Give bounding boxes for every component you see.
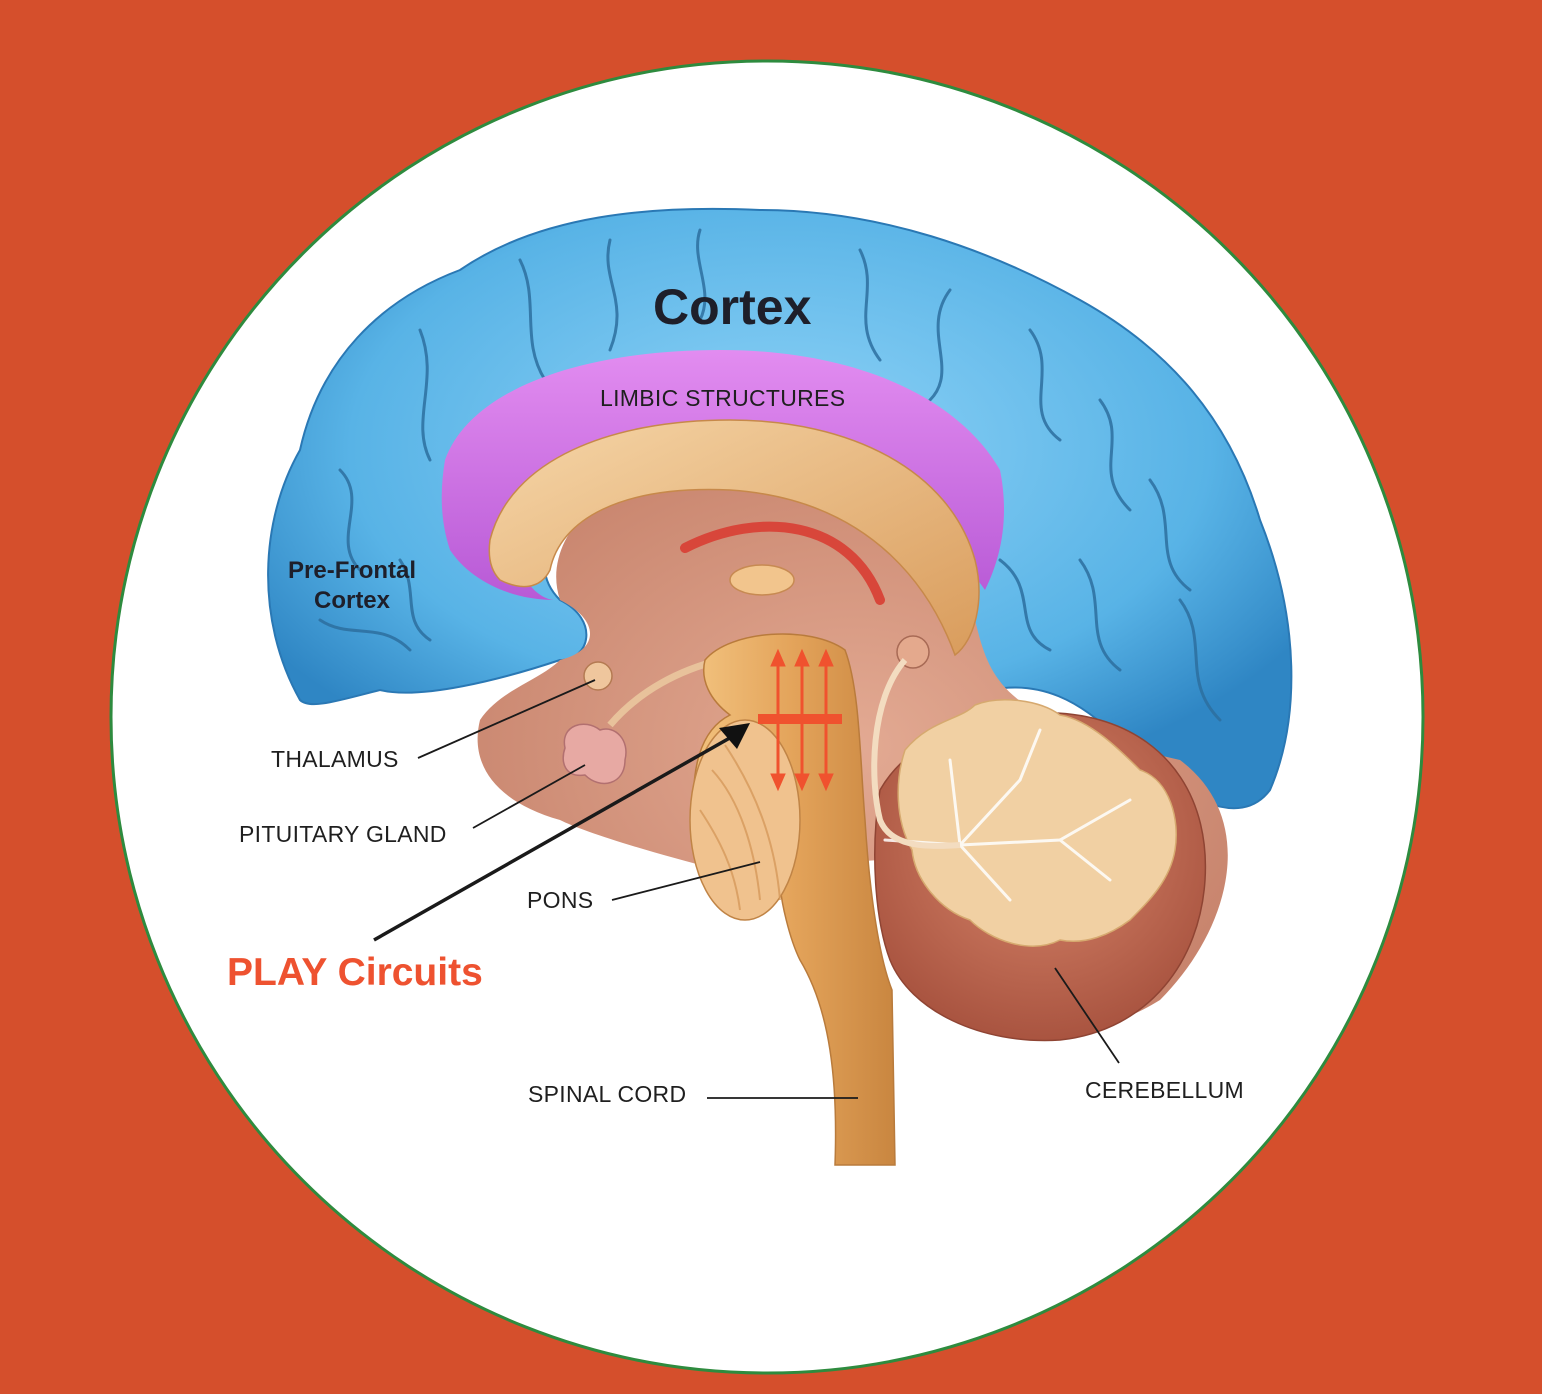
arbor-vitae — [897, 699, 1177, 947]
pons-shape — [689, 719, 801, 921]
prefrontal-line1: Pre-Frontal — [288, 557, 417, 584]
limbic-band — [441, 350, 1005, 600]
pituitary-leader — [472, 764, 586, 829]
pituitary-shape — [562, 723, 627, 785]
mammillary-oval — [729, 564, 795, 596]
play-circuits-label: PLAY Circuits — [227, 951, 483, 994]
limbic-structures-label: LIMBIC STRUCTURES — [600, 385, 846, 411]
cerebellum-leader — [1054, 967, 1120, 1064]
thalamus-leader — [417, 679, 596, 759]
cerebellum-label: CEREBELLUM — [1085, 1077, 1244, 1103]
pons-leader — [611, 861, 761, 901]
pituitary-gland-label: PITUITARY GLAND — [239, 821, 447, 847]
pons-label: PONS — [527, 887, 594, 913]
cortex-label: Cortex — [653, 279, 812, 335]
corpus-callosum — [488, 419, 980, 657]
play-circuits-arrowhead — [719, 723, 750, 749]
spinal-cord-label: SPINAL CORD — [528, 1081, 687, 1107]
thalamus-shape — [583, 661, 613, 691]
prefrontal-cortex-label: Pre-Frontal Cortex — [288, 556, 416, 616]
play-circuits-pointer — [373, 733, 736, 942]
fornix — [680, 521, 885, 605]
play-circuit-arrows — [758, 648, 842, 792]
thalamus-label: THALAMUS — [271, 746, 399, 772]
prefrontal-line2: Cortex — [313, 587, 391, 614]
